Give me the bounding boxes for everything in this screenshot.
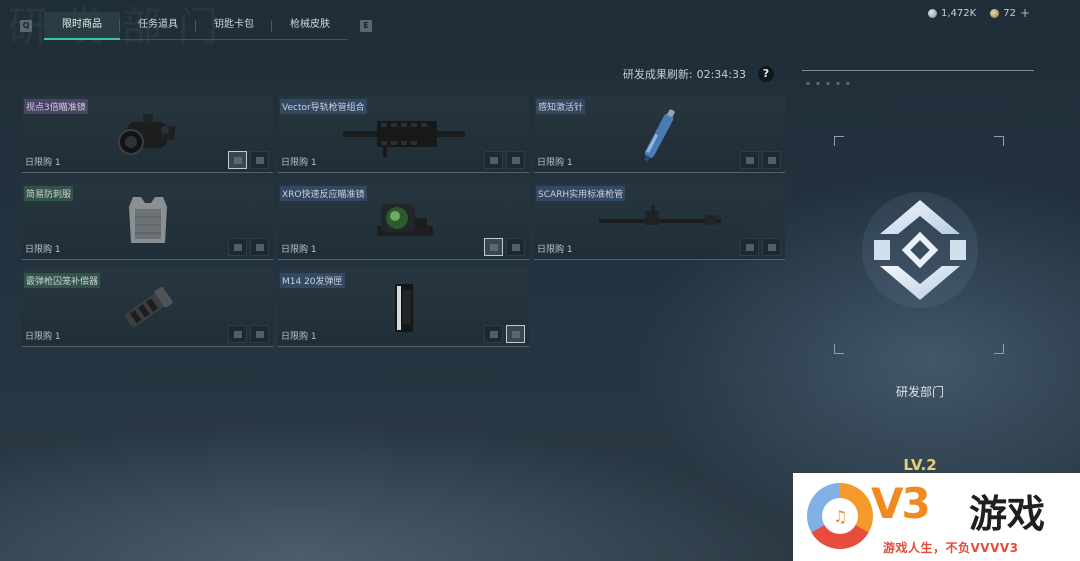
item-title: M14 20发弹匣 bbox=[280, 273, 345, 288]
frame-corner bbox=[994, 136, 1004, 146]
refresh-timer: 研发成果刷新: 02:34:33 ? bbox=[623, 66, 774, 82]
variant-thumbs bbox=[740, 238, 781, 256]
variant-thumb[interactable] bbox=[506, 325, 525, 343]
variant-thumb[interactable] bbox=[228, 325, 247, 343]
refresh-time: 02:34:33 bbox=[696, 67, 746, 81]
tab-list: 限时商品 任务道具 钥匙卡包 枪械皮肤 bbox=[44, 12, 348, 40]
magazine-icon bbox=[394, 284, 413, 332]
variant-thumb[interactable] bbox=[228, 238, 247, 256]
daily-limit: 日限购 1 bbox=[281, 332, 317, 342]
tab-weapon-skins[interactable]: 枪械皮肤 bbox=[290, 19, 330, 30]
item-title: 霰弹枪囚笼补偿器 bbox=[24, 273, 101, 288]
gold-amount: 72 bbox=[1003, 7, 1016, 19]
scope-icon bbox=[117, 114, 175, 155]
add-currency-button[interactable]: + bbox=[1019, 6, 1030, 20]
variant-thumb[interactable] bbox=[228, 151, 247, 169]
variant-thumb[interactable] bbox=[740, 151, 759, 169]
daily-limit: 日限购 1 bbox=[537, 158, 573, 168]
department-level: LV.2 bbox=[903, 456, 937, 474]
daily-limit: 日限购 1 bbox=[537, 245, 573, 255]
item-card[interactable]: M14 20发弹匣 日限购 1 bbox=[278, 270, 529, 347]
frame-corner bbox=[994, 344, 1004, 354]
item-card[interactable]: 感知激活针 日限购 1 bbox=[534, 96, 785, 173]
variant-thumb[interactable] bbox=[762, 238, 781, 256]
item-title: 感知激活针 bbox=[536, 99, 586, 114]
item-title: 视点3倍瞄准镜 bbox=[24, 99, 88, 114]
frame-corner bbox=[834, 136, 844, 146]
item-card[interactable]: 简易防刺服 日限购 1 bbox=[22, 183, 273, 260]
logo-circle-icon bbox=[807, 483, 873, 549]
variant-thumbs bbox=[228, 151, 269, 169]
variant-thumb[interactable] bbox=[250, 238, 269, 256]
daily-limit: 日限购 1 bbox=[25, 158, 61, 168]
item-card[interactable]: 视点3倍瞄准镜 日限购 1 bbox=[22, 96, 273, 173]
daily-limit: 日限购 1 bbox=[25, 332, 61, 342]
variant-thumbs bbox=[484, 151, 525, 169]
rail-barrel-icon bbox=[342, 121, 465, 157]
refresh-label: 研发成果刷新: bbox=[622, 68, 693, 81]
item-title: SCARH实用标准枪管 bbox=[536, 186, 626, 201]
variant-thumb[interactable] bbox=[250, 325, 269, 343]
item-title: Vector导轨枪管组合 bbox=[280, 99, 367, 114]
variant-thumbs bbox=[228, 238, 269, 256]
key-hint-prev-tab[interactable]: Q bbox=[20, 20, 32, 32]
variant-thumb[interactable] bbox=[506, 151, 525, 169]
logo-slogan: 游戏人生，不负VVVV3 bbox=[883, 541, 1019, 555]
compensator-icon bbox=[124, 286, 173, 328]
red-dot-sight-icon bbox=[376, 204, 433, 236]
tab-bar: Q 限时商品 任务道具 钥匙卡包 枪械皮肤 E bbox=[20, 12, 372, 40]
variant-thumb[interactable] bbox=[484, 151, 503, 169]
variant-thumb[interactable] bbox=[506, 238, 525, 256]
silver-amount: 1,472K bbox=[941, 7, 977, 19]
variant-thumb[interactable] bbox=[250, 151, 269, 169]
research-department-emblem-icon bbox=[862, 192, 978, 308]
item-card[interactable]: Vector导轨枪管组合 日限购 1 bbox=[278, 96, 529, 173]
silver-coin-icon bbox=[928, 8, 938, 18]
variant-thumbs bbox=[484, 238, 525, 256]
tab-mission-items[interactable]: 任务道具 bbox=[120, 12, 196, 40]
item-card[interactable]: SCARH实用标准枪管 日限购 1 bbox=[534, 183, 785, 260]
item-title: XRO快速反应瞄准镜 bbox=[280, 186, 367, 201]
gold-coin-icon bbox=[990, 8, 1000, 18]
item-card[interactable]: 霰弹枪囚笼补偿器 日限购 1 bbox=[22, 270, 273, 347]
logo-brand: V3 bbox=[871, 479, 931, 528]
department-name: 研发部门 bbox=[895, 385, 944, 399]
tab-limited-goods[interactable]: 限时商品 bbox=[44, 12, 120, 40]
variant-thumbs bbox=[740, 151, 781, 169]
panel-deco-dots: ▪ ▪ ▪ ▪ ▪ bbox=[806, 80, 852, 87]
daily-limit: 日限购 1 bbox=[281, 158, 317, 168]
daily-limit: 日限购 1 bbox=[25, 245, 61, 255]
currency-display: 1,472K 72 + bbox=[928, 6, 1030, 20]
help-button[interactable]: ? bbox=[758, 66, 774, 82]
item-card[interactable]: XRO快速反应瞄准镜 日限购 1 bbox=[278, 183, 529, 260]
variant-thumb[interactable] bbox=[740, 238, 759, 256]
daily-limit: 日限购 1 bbox=[281, 245, 317, 255]
injector-icon bbox=[643, 109, 675, 162]
frame-corner bbox=[834, 344, 844, 354]
body-armor-icon bbox=[128, 197, 167, 243]
variant-thumbs bbox=[484, 325, 525, 343]
site-watermark-logo: ♫ V3 游戏 游戏人生，不负VVVV3 bbox=[793, 473, 1080, 561]
music-note-icon: ♫ bbox=[833, 507, 848, 526]
variant-thumb[interactable] bbox=[484, 325, 503, 343]
item-grid: 视点3倍瞄准镜 日限购 1 Vector导轨枪管组合 bbox=[22, 96, 786, 347]
barrel-icon bbox=[598, 205, 721, 225]
logo-brand-cn: 游戏 bbox=[969, 492, 1046, 536]
variant-thumbs bbox=[228, 325, 269, 343]
item-title: 简易防刺服 bbox=[24, 186, 74, 201]
variant-thumb[interactable] bbox=[762, 151, 781, 169]
key-hint-next-tab[interactable]: E bbox=[360, 20, 372, 32]
panel-divider bbox=[802, 70, 1034, 71]
variant-thumb[interactable] bbox=[484, 238, 503, 256]
tab-keycard-bag[interactable]: 钥匙卡包 bbox=[196, 12, 272, 40]
